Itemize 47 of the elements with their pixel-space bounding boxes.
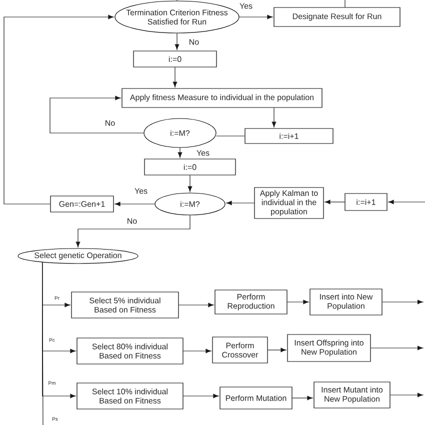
process-box: Perform Crossover bbox=[212, 336, 268, 364]
process-box: i:=i+1 bbox=[244, 128, 334, 144]
arrow bbox=[174, 33, 180, 50]
arrow bbox=[239, 14, 273, 20]
arrow bbox=[183, 348, 212, 354]
arrow bbox=[172, 67, 178, 88]
arrow bbox=[178, 302, 214, 308]
edge-label: No bbox=[188, 38, 200, 46]
arrow bbox=[272, 108, 276, 128]
process-box: Apply fitness Measure to individual in the population bbox=[122, 88, 322, 108]
edge-label: Yes bbox=[238, 2, 254, 10]
process-box: Designate Result for Run bbox=[274, 7, 400, 27]
process-box: Select 5% individual Based on Fitness bbox=[71, 292, 179, 318]
arrow bbox=[114, 202, 155, 206]
process-box: Gen=:Gen+1 bbox=[50, 196, 114, 212]
arrow bbox=[388, 200, 425, 204]
edge-label: Yes bbox=[196, 150, 210, 156]
edge-label: No bbox=[126, 218, 138, 224]
arrow bbox=[183, 394, 219, 398]
process-box: Insert into New Population bbox=[310, 288, 382, 316]
process-box: Apply Kalman to individual in the population bbox=[254, 187, 324, 219]
arrow bbox=[188, 175, 192, 192]
arrow bbox=[4, 14, 114, 204]
arrow bbox=[50, 96, 144, 134]
arrow bbox=[287, 300, 309, 304]
process-box: Insert Mutant into New Population bbox=[314, 382, 390, 408]
connector-line bbox=[42, 262, 44, 425]
arrow bbox=[268, 348, 286, 352]
connector-line bbox=[344, 0, 346, 8]
process-box: i:=0 bbox=[133, 50, 217, 68]
process-box: Select 80% individual Based on Fitness bbox=[76, 338, 184, 364]
process-box: i:=i+1 bbox=[344, 193, 388, 211]
process-box: Perform Reproduction bbox=[214, 290, 288, 314]
edge-label: Yes bbox=[134, 188, 148, 194]
arrow bbox=[226, 200, 254, 206]
arrow bbox=[382, 300, 424, 304]
process-box: Select 10% individual Based on Fitness bbox=[76, 382, 184, 410]
arrow bbox=[370, 346, 424, 350]
arrow bbox=[390, 392, 424, 398]
arrow bbox=[178, 148, 182, 158]
process-box: Insert Offspring into New Population bbox=[287, 334, 371, 362]
arrow bbox=[324, 200, 345, 204]
arrow bbox=[292, 396, 313, 400]
arrow bbox=[76, 215, 190, 248]
process-box: i:=0 bbox=[144, 158, 236, 176]
edge-label: No bbox=[104, 120, 116, 126]
process-box: Perform Mutation bbox=[220, 386, 292, 410]
